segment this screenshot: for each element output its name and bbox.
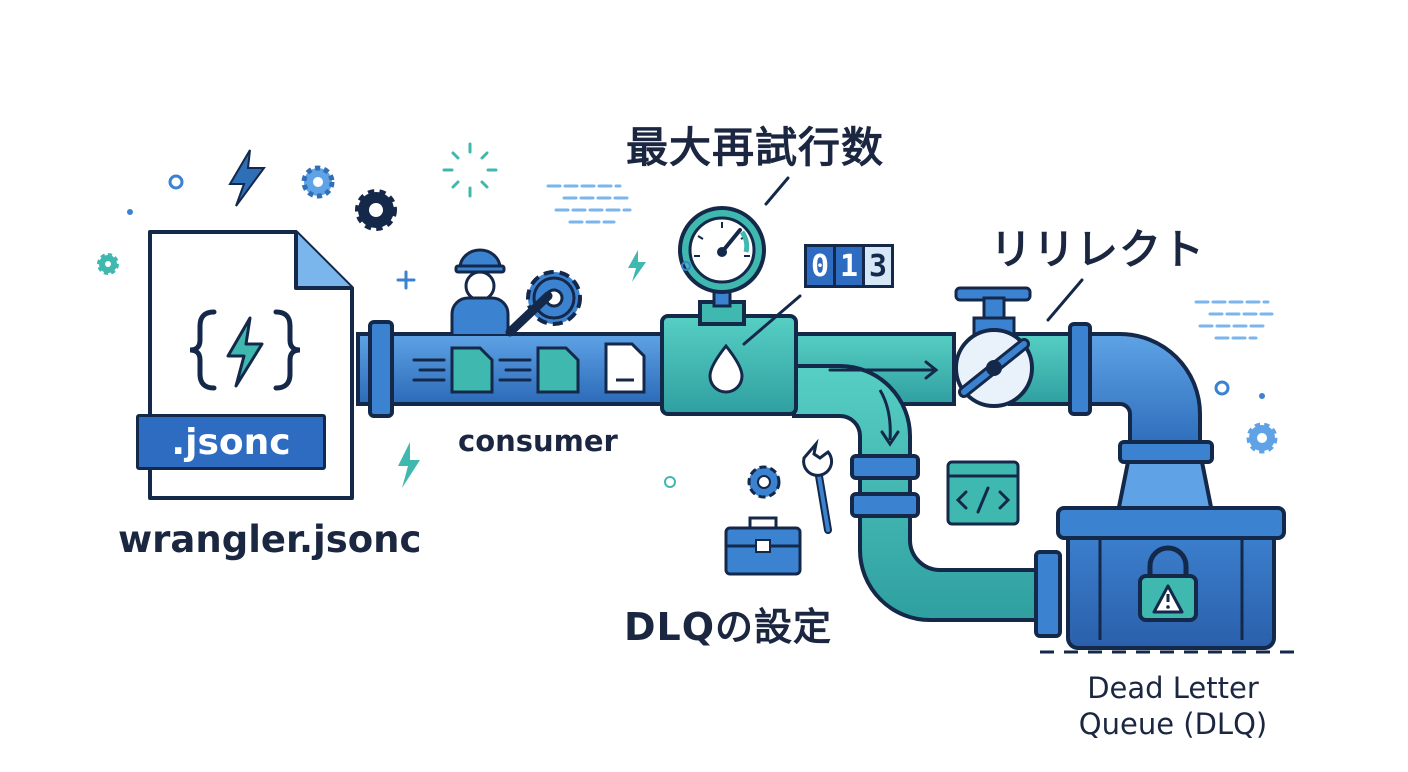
document-icon	[450, 346, 494, 394]
redirect-label: リリレクト	[990, 225, 1206, 274]
decorations	[97, 142, 1278, 488]
warning-icon	[1152, 584, 1184, 614]
gear-icon	[526, 270, 582, 326]
message-documents	[412, 342, 646, 394]
file-extension-chip: .jsonc	[136, 414, 326, 470]
max-retries-label: 最大再試行数	[626, 123, 885, 172]
file-name-label: wrangler.jsonc	[118, 518, 422, 561]
water-drop-icon	[708, 343, 744, 394]
code-window-icon	[946, 460, 1020, 526]
gear-icon	[747, 465, 781, 499]
valve-wheel-icon	[954, 286, 1034, 408]
leader-line-redirect	[1046, 278, 1084, 322]
dlq-label-line2: Queue (DLQ)	[1078, 707, 1268, 741]
leader-line-max-retries	[764, 176, 790, 206]
consumer-label: consumer	[458, 424, 618, 458]
code-braces-icon	[189, 309, 301, 391]
lightning-icon	[398, 442, 420, 488]
document-icon	[536, 346, 580, 394]
pipe-branch-dlq-setting	[792, 364, 1062, 638]
retry-digit: 3	[862, 244, 894, 288]
leader-line-counter	[742, 294, 802, 346]
wrench-icon	[505, 291, 553, 337]
retry-digit: 0	[804, 244, 836, 288]
lightning-icon	[228, 149, 266, 207]
dlq-label-line1: Dead Letter	[1087, 671, 1259, 705]
worker-icon	[450, 248, 510, 334]
gear-icon	[355, 189, 397, 231]
retry-counter: 0 1 3	[804, 244, 894, 288]
retry-digit: 1	[833, 244, 865, 288]
flow-arrow-right	[828, 360, 939, 380]
dead-letter-queue-label: Dead Letter Queue (DLQ)	[1058, 670, 1288, 742]
pressure-gauge-icon	[678, 206, 766, 308]
sparkle-icon	[442, 142, 498, 198]
toolbox-icon	[724, 516, 802, 576]
lightning-icon	[628, 250, 646, 282]
lightning-icon	[226, 316, 264, 388]
pipe-junction	[660, 300, 798, 416]
document-icon	[604, 342, 646, 394]
gear-icon	[97, 253, 119, 275]
motion-lines	[546, 184, 1274, 340]
gear-icon	[1246, 422, 1278, 454]
gear-icon	[301, 165, 335, 199]
wrench-icon	[802, 438, 834, 534]
pipe-elbow-to-dlq	[1068, 322, 1214, 514]
dlq-setting-label: DLQの設定	[624, 605, 833, 649]
